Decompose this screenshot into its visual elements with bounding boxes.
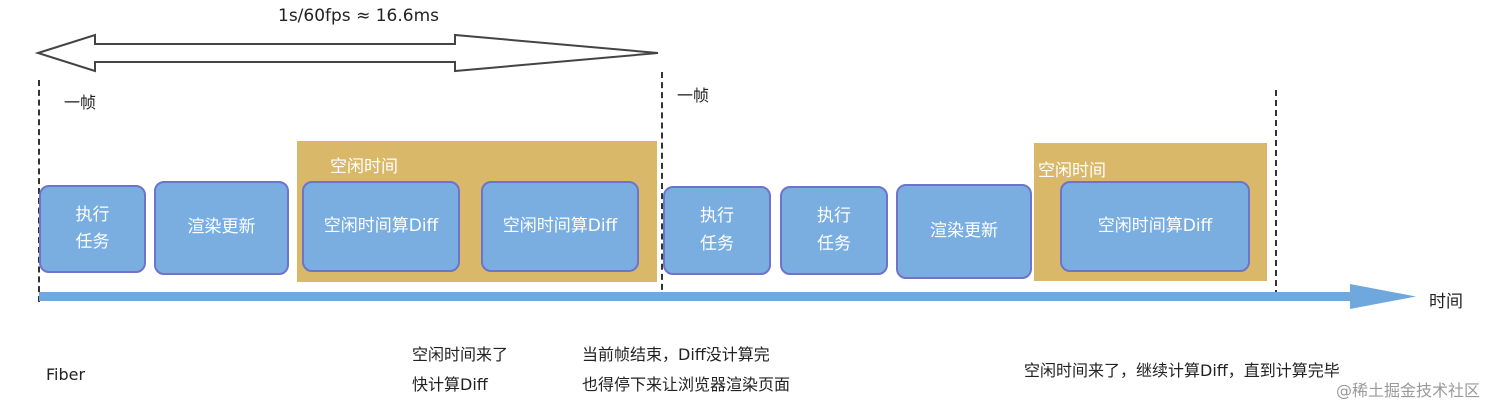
- note-idle-time-compute-line1: 空闲时间来了: [412, 345, 509, 364]
- note-idle-time-compute-line2: 快计算Diff: [412, 375, 488, 394]
- task-execute-3-line2: 任务: [817, 233, 851, 254]
- frame-duration-arrow: [34, 33, 659, 73]
- timeline-axis: [39, 284, 1416, 309]
- task-execute-2-line1: 执行: [700, 206, 734, 227]
- frame-2-label: 一帧: [677, 86, 710, 105]
- task-render-update-2-label: 渲染更新: [930, 220, 998, 241]
- task-execute-3-line1: 执行: [817, 206, 851, 227]
- fiber-label: Fiber: [46, 365, 86, 384]
- task-render-update-1: 渲染更新: [154, 181, 289, 275]
- frame-duration-arrow-shape: [34, 33, 659, 73]
- timeline-axis-arrowhead: [1350, 284, 1416, 309]
- task-execute-1-line1: 执行: [75, 204, 110, 225]
- frame-boundary-3: [1275, 90, 1277, 296]
- task-idle-diff-1: 空闲时间算Diff: [302, 181, 460, 272]
- task-render-update-2: 渲染更新: [896, 184, 1032, 279]
- task-idle-diff-3: 空闲时间算Diff: [1060, 181, 1250, 272]
- task-idle-diff-2: 空闲时间算Diff: [481, 181, 639, 272]
- fps-label: 1s/60fps ≈ 16.6ms: [278, 6, 439, 26]
- task-idle-diff-1-label: 空闲时间算Diff: [323, 215, 439, 236]
- task-idle-diff-3-label: 空闲时间算Diff: [1097, 215, 1213, 236]
- note-frame-end-line2: 也得停下来让浏览器渲染页面: [582, 375, 791, 394]
- task-execute-1-line2: 任务: [75, 232, 110, 252]
- idle-region-1-label: 空闲时间: [330, 157, 398, 177]
- frame-1-label: 一帧: [64, 93, 97, 112]
- task-render-update-1-label: 渲染更新: [187, 217, 256, 238]
- watermark: @稀土掘金技术社区: [1336, 381, 1481, 400]
- task-execute-2-line2: 任务: [700, 233, 734, 254]
- task-execute-3: 执行任务: [780, 186, 888, 275]
- note-idle-time-compute: 空闲时间来了 快计算Diff: [412, 340, 508, 400]
- frame-boundary-2: [661, 72, 663, 300]
- note-continue-compute: 空闲时间来了，继续计算Diff，直到计算完毕: [1024, 361, 1340, 380]
- task-execute-1: 执行任务: [39, 185, 146, 273]
- task-idle-diff-2-label: 空闲时间算Diff: [502, 215, 618, 236]
- note-frame-end: 当前帧结束，Diff没计算完 也得停下来让浏览器渲染页面: [582, 340, 790, 400]
- timeline-axis-bar: [39, 292, 1352, 301]
- timeline-axis-label: 时间: [1429, 292, 1463, 312]
- idle-region-2-label: 空闲时间: [1038, 161, 1106, 181]
- note-frame-end-line1: 当前帧结束，Diff没计算完: [582, 345, 770, 364]
- task-execute-2: 执行任务: [663, 186, 771, 275]
